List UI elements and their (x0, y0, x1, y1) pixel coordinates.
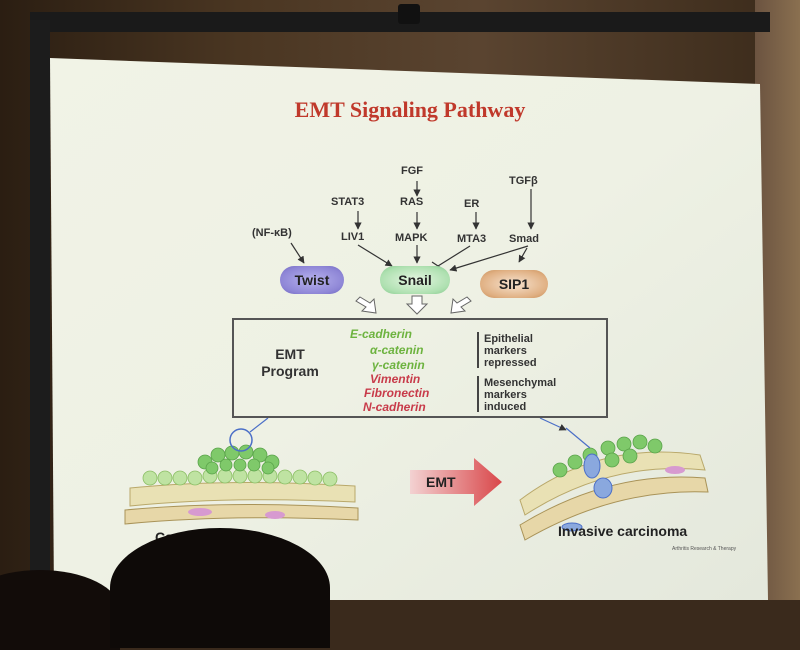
epithelial-note-3: repressed (484, 357, 537, 369)
epithelial-divider (477, 332, 479, 368)
label-ras: RAS (400, 196, 424, 208)
label-fgf: FGF (401, 165, 423, 177)
label-smad: Smad (509, 233, 539, 245)
emt-arrow (410, 458, 502, 506)
marker-fibronectin: Fibronectin (364, 386, 430, 400)
epithelial-note-1: Epithelial (484, 333, 533, 345)
marker-gamma-catenin: γ-catenin (372, 358, 425, 372)
invasive-carcinoma-caption: Invasive carcinoma (558, 523, 688, 539)
source-credit: Arthritis Research & Therapy (672, 546, 737, 552)
carcinoma-illustration (124, 417, 359, 525)
audience-head (110, 528, 330, 648)
twist-node: Twist (280, 266, 344, 294)
projection-screen (50, 58, 768, 600)
hollow-arrows (355, 295, 472, 315)
snail-node: Snail (380, 266, 450, 294)
emt-program-box (232, 318, 608, 418)
label-nfkb: (NF-κB) (252, 227, 292, 239)
mesenchymal-divider (477, 376, 479, 412)
mesenchymal-note-2: markers (484, 389, 527, 401)
sip1-node: SIP1 (480, 270, 548, 298)
program-label-line1: EMT (275, 346, 305, 362)
program-label-line2: Program (261, 363, 319, 379)
invasive-carcinoma-illustration (519, 417, 709, 541)
slide-canvas (50, 58, 768, 600)
marker-e-cadherin: E-cadherin (350, 327, 413, 341)
marker-n-cadherin: N-cadherin (363, 400, 426, 414)
screen-left-border (30, 20, 50, 600)
emt-arrow-label: EMT (426, 474, 456, 490)
label-liv1: LIV1 (341, 231, 365, 243)
mesenchymal-note-1: Mesenchymal (484, 377, 557, 389)
marker-alpha-catenin: α-catenin (370, 343, 424, 357)
label-stat3: STAT3 (331, 196, 365, 208)
label-mapk: MAPK (395, 232, 428, 244)
slide-title: EMT Signaling Pathway (294, 97, 526, 122)
label-mta3: MTA3 (457, 233, 487, 245)
epithelial-note-2: markers (484, 345, 527, 357)
marker-vimentin: Vimentin (370, 372, 421, 386)
label-tgfb: TGFβ (509, 175, 538, 187)
label-er: ER (464, 198, 480, 210)
ceiling-mount (398, 4, 420, 24)
mesenchymal-note-3: induced (484, 401, 527, 413)
pathway-arrows (290, 181, 535, 272)
